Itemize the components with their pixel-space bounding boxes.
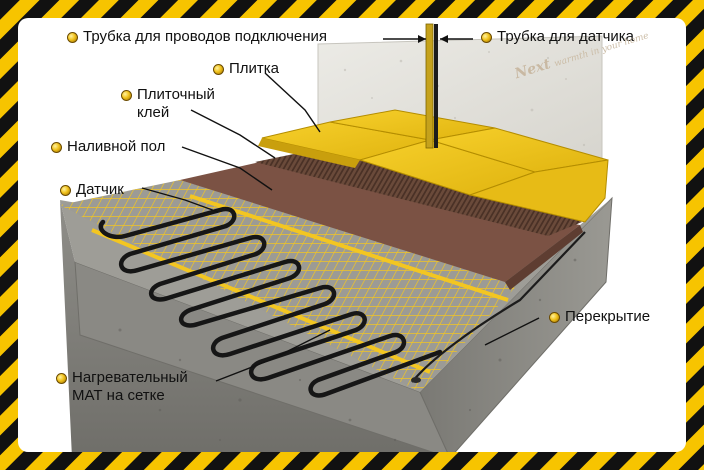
bullet-tile	[213, 64, 224, 75]
label-heating-mat-line1: Нагревательный	[72, 369, 188, 387]
wire-tube	[426, 24, 433, 148]
label-tile-glue-line1: Плиточный	[137, 86, 215, 104]
label-slab: Перекрытие	[565, 308, 650, 326]
sensor-bulb	[411, 377, 421, 383]
label-tile: Плитка	[229, 60, 279, 78]
label-sensor: Датчик	[76, 181, 124, 199]
bullet-leveling	[51, 142, 62, 153]
label-self-leveling-floor: Наливной пол	[67, 138, 165, 156]
bullet-sensor	[60, 185, 71, 196]
sensor-tube	[434, 24, 438, 148]
label-wire-tube: Трубка для проводов подключения	[83, 28, 327, 46]
bullet-slab	[549, 312, 560, 323]
label-tile-glue-line2: клей	[137, 104, 169, 122]
bullet-wire-tube	[67, 32, 78, 43]
bullet-tile-glue	[121, 90, 132, 101]
bullet-heating-mat	[56, 373, 67, 384]
bullet-sensor-tube	[481, 32, 492, 43]
label-heating-mat-line2: МАТ на сетке	[72, 387, 165, 405]
